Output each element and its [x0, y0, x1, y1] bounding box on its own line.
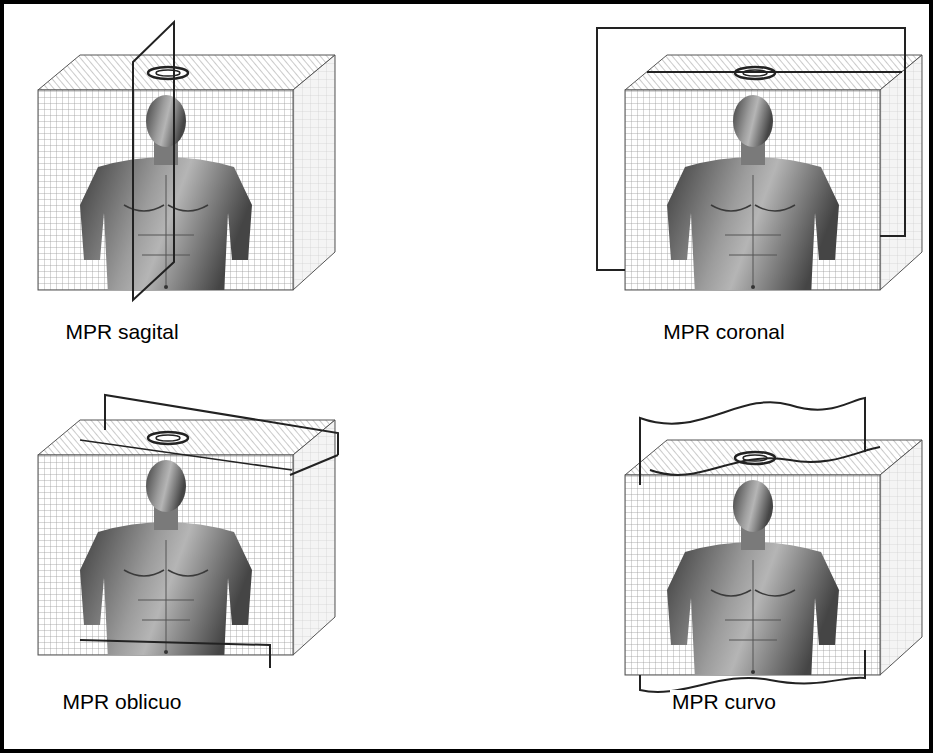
view-caption: MPR coronal	[661, 320, 786, 344]
view-caption: MPR curvo	[670, 690, 778, 714]
view-caption: MPR oblicuo	[60, 690, 183, 714]
view-caption: MPR sagital	[63, 320, 180, 344]
